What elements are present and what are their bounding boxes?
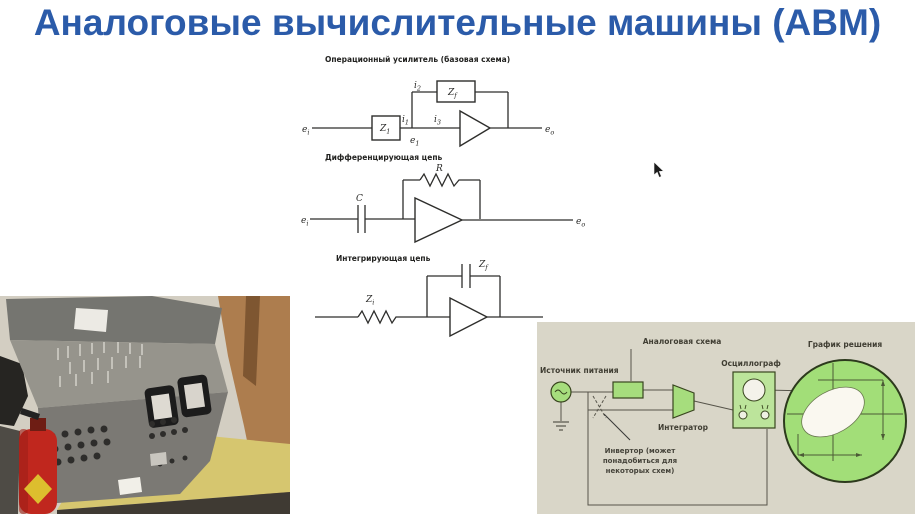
capacitor-c (357, 205, 366, 233)
e1-label: e1 (410, 136, 419, 148)
integrator-block (672, 384, 695, 419)
power-source-label: Источник питания (540, 366, 619, 375)
oscilloscope-label: Осциллограф (721, 359, 781, 368)
oscilloscope-screen (742, 378, 766, 402)
circuit-title: Дифференцирующая цепь (325, 153, 443, 162)
cap-label: C (356, 194, 363, 204)
photo-dark-object (0, 356, 28, 426)
oscilloscope-knob (760, 410, 770, 420)
i3-label: i3 (434, 115, 441, 127)
circuit-title: Операционный усилитель (базовая схема) (325, 55, 510, 64)
input-label: ei (301, 216, 308, 228)
ac-wave-icon (554, 389, 568, 395)
circuit-opamp-basic: Операционный усилитель (базовая схема) e… (302, 55, 554, 148)
oscilloscope-knob (738, 410, 748, 420)
analog-setup-diagram: Источник питания Аналоговая схема Интегр… (537, 322, 915, 514)
control-knobs (48, 417, 188, 467)
machine-slip (150, 452, 167, 466)
patch-pins (57, 342, 143, 387)
inverter-switch (592, 395, 631, 441)
zi-label: Zi (365, 295, 374, 307)
oscilloscope-block (732, 371, 776, 429)
zf-label: Zf (447, 88, 458, 100)
solution-graph-label: График решения (808, 340, 883, 349)
res-label: R (435, 164, 443, 174)
mouse-cursor (653, 162, 665, 178)
circuit-differentiator: Дифференцирующая цепь ei C R eo (301, 153, 585, 244)
slide-title: Аналоговые вычислительные машины (АВМ) (33, 2, 882, 43)
resistor-zi (357, 309, 400, 325)
i1-label: i1 (402, 115, 409, 127)
lissajous-ellipse (801, 386, 865, 438)
analog-machine-photo (0, 296, 290, 514)
opamp-schematics: Операционный усилитель (базовая схема) e… (301, 55, 585, 338)
resistor-r (419, 172, 463, 188)
i2-label: i2 (414, 81, 421, 93)
svg-text:некоторых схем): некоторых схем) (606, 467, 675, 475)
capacitor-zf (461, 264, 471, 288)
table-tag (118, 477, 142, 495)
dimension-lines (797, 379, 885, 457)
machine-lid-label (74, 308, 108, 332)
photo-shadow-left (0, 426, 20, 514)
opamp-triangle (459, 109, 492, 148)
integrator-label: Интегратор (658, 423, 709, 432)
opamp-triangle (414, 196, 464, 244)
svg-text:понадобиться для: понадобиться для (603, 457, 677, 465)
machine-lid (6, 296, 222, 344)
zf-label: Zf (478, 260, 489, 272)
photo-floor (57, 492, 290, 514)
ground-symbol (553, 421, 569, 431)
output-label: eo (545, 125, 554, 137)
machine-front-panel (38, 392, 228, 504)
circuit-title: Интегрирующая цепь (336, 254, 431, 263)
analog-circuit-box (612, 381, 644, 399)
extinguisher-handle (20, 408, 40, 420)
photo-wood-stripe (243, 296, 260, 386)
output-label: eo (576, 217, 585, 229)
extinguisher-label (24, 474, 52, 504)
opamp-triangle (449, 296, 489, 338)
analog-circuit-label: Аналоговая схема (643, 337, 722, 346)
z1-label: Z1 (379, 124, 390, 136)
input-label: ei (302, 125, 309, 137)
svg-text:Инвертор (может: Инвертор (может (605, 447, 677, 455)
meter-windows (144, 374, 212, 428)
feedback-loop-wire (587, 392, 768, 506)
inverter-note: Инвертор (может понадобиться для некотор… (603, 447, 677, 475)
circuit-integrator: Интегрирующая цепь Zi Zf (315, 254, 543, 338)
fire-extinguisher (19, 408, 57, 514)
solution-graph (783, 359, 907, 483)
